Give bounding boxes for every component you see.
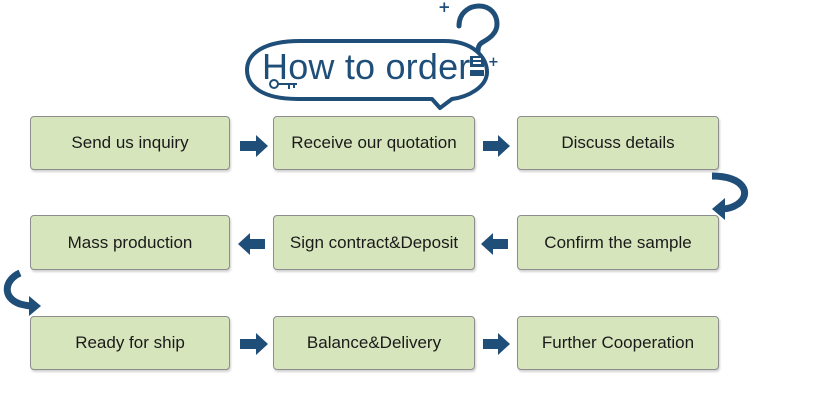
step-send-inquiry: Send us inquiry <box>30 116 230 170</box>
step-discuss-details: Discuss details <box>517 116 719 170</box>
step-confirm-sample: Confirm the sample <box>517 215 719 270</box>
step-ready-for-ship: Ready for ship <box>30 316 230 370</box>
arrow-left-icon <box>481 233 508 255</box>
curved-arrow-icon <box>3 269 41 316</box>
step-sign-contract-deposit: Sign contract&Deposit <box>273 215 475 270</box>
arrow-right-icon <box>240 333 268 355</box>
step-mass-production: Mass production <box>30 215 230 270</box>
arrow-right-icon <box>483 333 510 355</box>
svg-text:+: + <box>488 55 499 70</box>
arrow-right-icon <box>240 135 268 157</box>
step-further-cooperation: Further Cooperation <box>517 316 719 370</box>
arrow-left-icon <box>238 233 265 255</box>
curved-arrow-icon <box>711 172 749 220</box>
arrow-right-icon <box>483 135 510 157</box>
page-title: How to order <box>262 46 471 87</box>
step-receive-quotation: Receive our quotation <box>273 116 475 170</box>
step-balance-delivery: Balance&Delivery <box>273 316 475 370</box>
svg-text:+: + <box>438 0 451 16</box>
